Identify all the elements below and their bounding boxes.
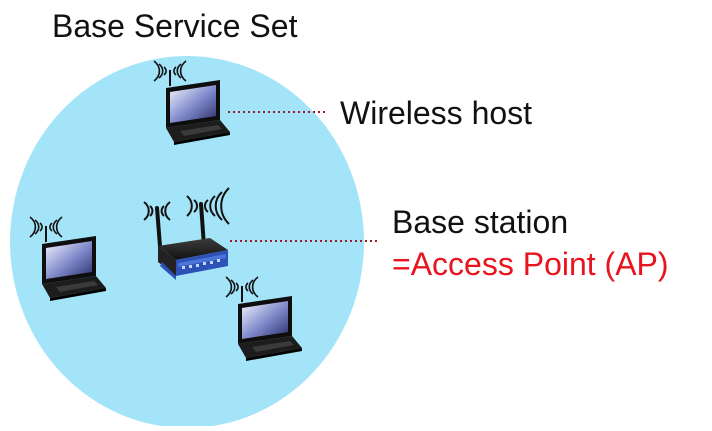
diagram-title: Base Service Set bbox=[52, 8, 298, 44]
access-point-label: =Access Point (AP) bbox=[392, 246, 669, 282]
wireless-host-label: Wireless host bbox=[340, 95, 533, 131]
wifi-signal-icon bbox=[143, 187, 230, 225]
wireless-router-icon bbox=[143, 187, 230, 280]
base-station-label: Base station bbox=[392, 204, 569, 240]
